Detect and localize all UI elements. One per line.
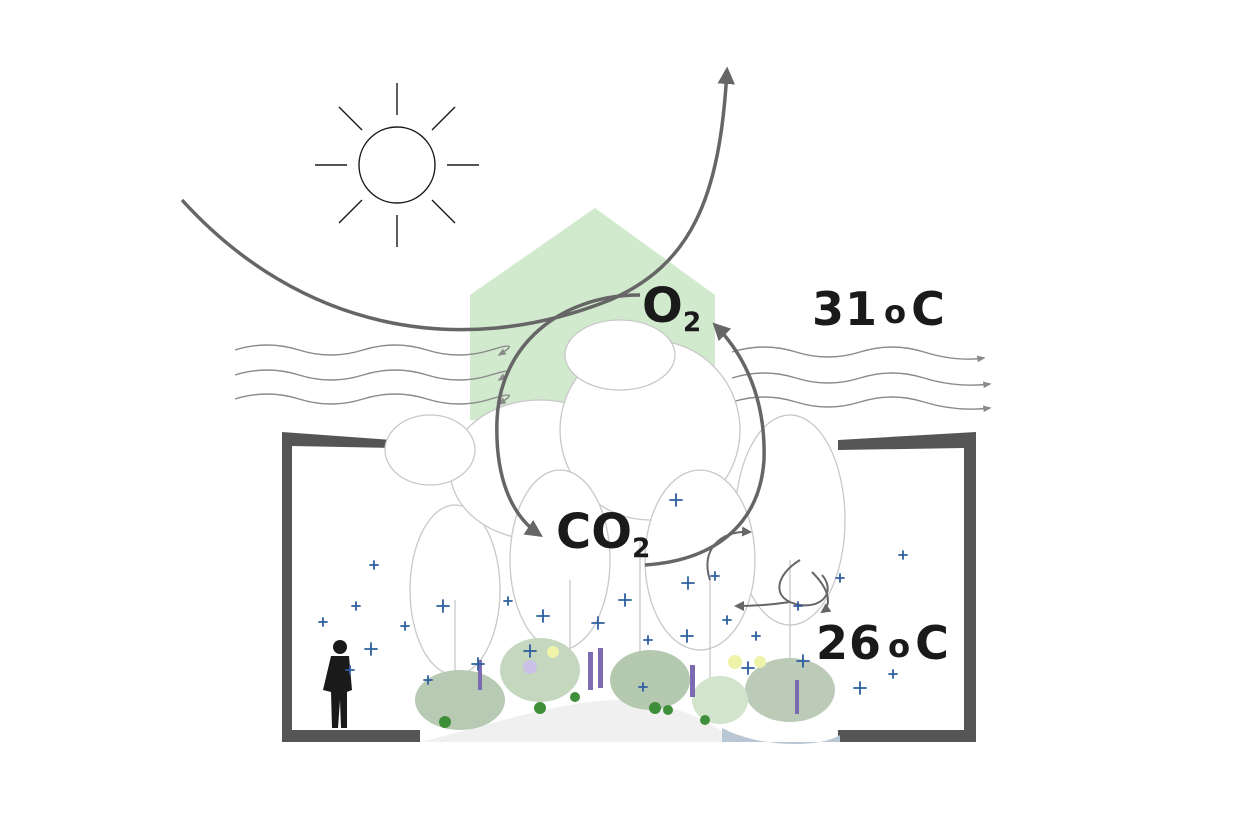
temp-inside-deg: o <box>888 627 912 666</box>
shrub-layer <box>415 638 835 730</box>
o2-sub: 2 <box>682 307 702 339</box>
person-icon <box>323 640 352 728</box>
gas-cycle-arrows <box>495 293 766 567</box>
building-wall-right <box>838 432 976 742</box>
plus-icon <box>318 493 908 695</box>
building-wall-left <box>282 432 420 742</box>
o2-main: O <box>642 278 683 334</box>
temp-outside-deg: o <box>884 293 908 332</box>
temp-outside-value: 31 <box>812 282 879 336</box>
tree-icon <box>384 319 846 700</box>
sun-path-arrow <box>180 66 735 332</box>
co2-label: CO2 <box>556 508 650 562</box>
o2-label: O2 <box>642 282 701 336</box>
temp-inside-value: 26 <box>816 616 883 670</box>
co2-main: CO <box>556 504 633 560</box>
water-pool <box>722 728 840 745</box>
temp-outside-unit: C <box>911 282 946 336</box>
co2-sub: 2 <box>632 533 651 565</box>
cooling-swirl-arrows <box>706 526 832 614</box>
temp-inside-unit: C <box>915 616 950 670</box>
sun-icon <box>315 83 479 247</box>
wind-arrow-icon <box>234 344 992 413</box>
